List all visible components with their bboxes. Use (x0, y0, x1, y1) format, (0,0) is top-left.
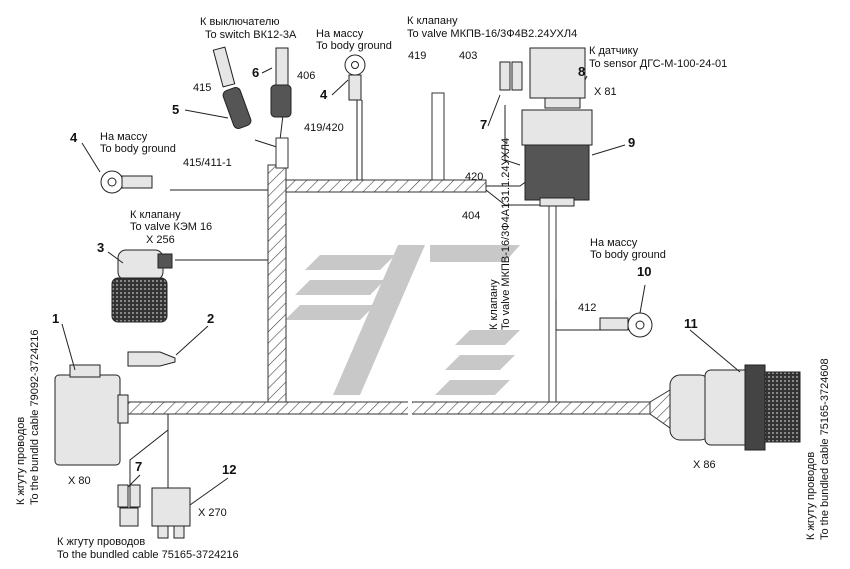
left-trunk (267, 164, 287, 403)
wire-419: 419 (408, 50, 426, 62)
ground-left-label-en: To body ground (100, 143, 176, 155)
ground-ring-left (100, 170, 153, 194)
watermark-logo (285, 245, 520, 395)
callout-10: 10 (637, 264, 651, 279)
valve-top-label-ru: К клапану (407, 15, 458, 27)
wire-412: 412 (578, 302, 596, 314)
terminal-6 (212, 46, 292, 118)
connector-x80-label: X 80 (68, 475, 91, 487)
connector-x81 (529, 47, 586, 109)
ground-top-label-ru: На массу (316, 28, 364, 40)
bundle-left-label-en: To the bundld cable 79092-3724216 (29, 329, 41, 505)
harness-taper (649, 389, 671, 429)
callout-2: 2 (207, 311, 214, 326)
terminal-7-top (499, 61, 523, 91)
callout-4-top: 4 (320, 87, 328, 102)
terminal-7-bottom (117, 484, 141, 527)
valve-kem-label-ru: К клапану (130, 209, 181, 221)
callout-8: 8 (578, 64, 585, 79)
callout-1: 1 (52, 311, 59, 326)
connector-9 (521, 109, 593, 207)
wire-415-411-1: 415/411-1 (183, 157, 232, 169)
main-harness (124, 401, 651, 415)
valve-vertical-label-en: To valve МКПВ-16/3Ф4А1З1.1.24УХЛ4 (500, 138, 512, 330)
callout-3: 3 (97, 240, 104, 255)
ground-left-label-ru: На массу (100, 131, 148, 143)
bundle-right-label-en: To the bundled cable 75165-3724608 (819, 358, 831, 540)
terminal-2 (127, 351, 176, 367)
callout-7-bottom: 7 (135, 459, 142, 474)
ground-right-label-en: To body ground (590, 249, 666, 261)
wire-420: 420 (465, 171, 483, 183)
ground-top-label-en: To body ground (316, 40, 392, 52)
terminal-5 (222, 87, 252, 129)
valve-top-label-en: To valve МКПВ-16/3Ф4В2.24УХЛ4 (407, 28, 577, 40)
ground-ring-top (344, 54, 366, 101)
connector-x86 (669, 364, 801, 451)
bundle-bottom-label-ru: К жгуту проводов (57, 536, 145, 548)
ground-right-label-ru: На массу (590, 237, 638, 249)
connector-x86-label: X 86 (693, 459, 716, 471)
connector-x80 (54, 364, 129, 466)
valve-vertical-label-ru: К клапану (488, 279, 500, 330)
top-branch (285, 179, 487, 193)
sensor-label-ru: К датчику (589, 45, 639, 57)
callout-9: 9 (628, 135, 635, 150)
callout-4-left: 4 (70, 130, 78, 145)
ground-ring-right (599, 312, 653, 338)
connector-x256 (111, 249, 173, 323)
callout-7-top: 7 (480, 117, 487, 132)
switch-label-ru: К выключателю (200, 16, 280, 28)
wire-406: 406 (297, 70, 315, 82)
valve-kem-label-en: To valve КЭМ 16 (130, 221, 212, 233)
bundle-right-label-ru: К жгуту проводов (805, 452, 817, 540)
connector-x270 (151, 487, 191, 539)
wire-404: 404 (462, 210, 480, 222)
connector-x256-label: X 256 (146, 234, 175, 246)
callout-12: 12 (222, 462, 236, 477)
bundle-bottom-label-en: To the bundled cable 75165-3724216 (57, 549, 239, 561)
wire-415: 415 (193, 82, 211, 94)
callout-11: 11 (684, 316, 698, 331)
wire-403: 403 (459, 50, 477, 62)
callout-5: 5 (172, 102, 179, 117)
right-wire (548, 204, 557, 403)
switch-label-en: To switch ВК12-3А (205, 29, 297, 41)
bundle-left-label-ru: К жгуту проводов (15, 417, 27, 505)
connector-x81-label: X 81 (594, 86, 617, 98)
connector-x270-label: X 270 (198, 507, 227, 519)
sensor-label-en: To sensor ДГС-М-100-24-01 (589, 58, 727, 70)
wire-419-420: 419/420 (304, 122, 344, 134)
callout-6: 6 (252, 65, 259, 80)
